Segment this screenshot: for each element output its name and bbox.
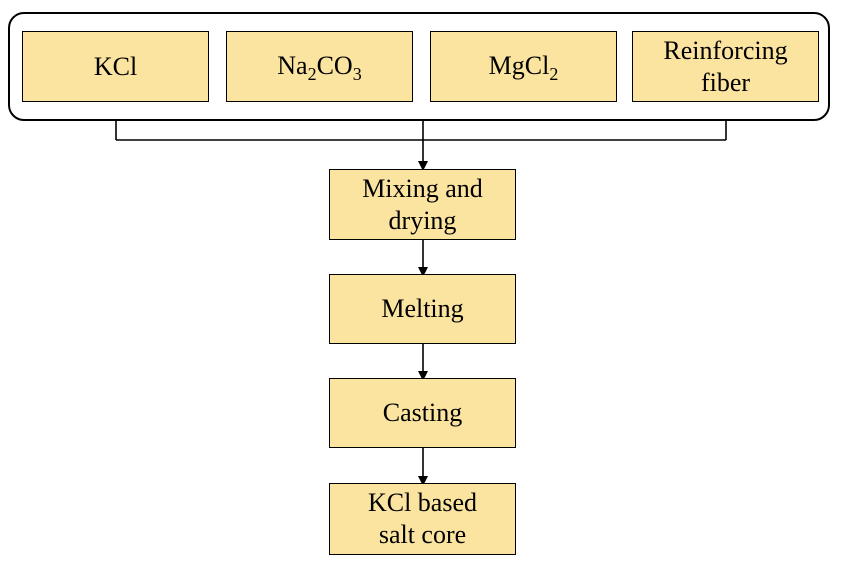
input-label-reinforcing-line1: Reinforcing bbox=[663, 35, 788, 65]
step-melting: Melting bbox=[329, 274, 516, 344]
input-box-kcl: KCl bbox=[22, 31, 209, 102]
step-label-line2: drying bbox=[388, 205, 457, 235]
step-label-line1: KCl based bbox=[367, 488, 478, 517]
step-label: Melting bbox=[381, 294, 464, 323]
input-box-mgcl2: MgCl2 bbox=[430, 31, 617, 102]
input-box-reinforcing-fiber: Reinforcing fiber bbox=[632, 31, 819, 102]
step-mixing-drying: Mixing and drying bbox=[329, 169, 516, 240]
step-label-line2: salt core bbox=[378, 520, 467, 549]
step-label-line1: Mixing and bbox=[362, 173, 483, 203]
step-casting: Casting bbox=[329, 378, 516, 448]
input-label-na2co3: Na2CO3 bbox=[277, 50, 362, 84]
input-label-kcl: KCl bbox=[93, 51, 138, 81]
step-kcl-salt-core: KCl based salt core bbox=[329, 483, 516, 555]
input-label-reinforcing-line2: fiber bbox=[700, 67, 751, 97]
inputs-group-frame bbox=[8, 12, 830, 121]
input-box-na2co3: Na2CO3 bbox=[226, 31, 413, 102]
step-label: Casting bbox=[382, 398, 463, 427]
input-label-mgcl2: MgCl2 bbox=[488, 50, 559, 84]
